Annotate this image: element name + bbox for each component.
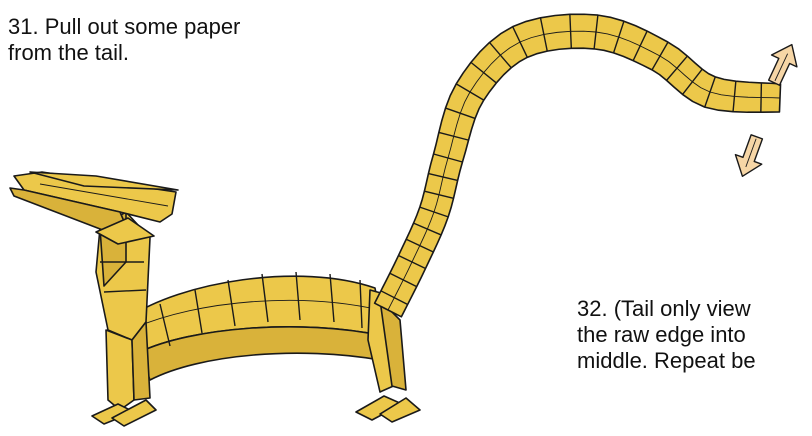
pull-arrow-up-icon [761,39,804,89]
dragon-front-leg [92,322,156,426]
tail-band [375,14,781,317]
tail-segment-crease [761,83,762,112]
dragon-body [128,272,384,380]
dragon-tail [375,14,781,317]
pull-arrow-down-icon [729,132,770,181]
